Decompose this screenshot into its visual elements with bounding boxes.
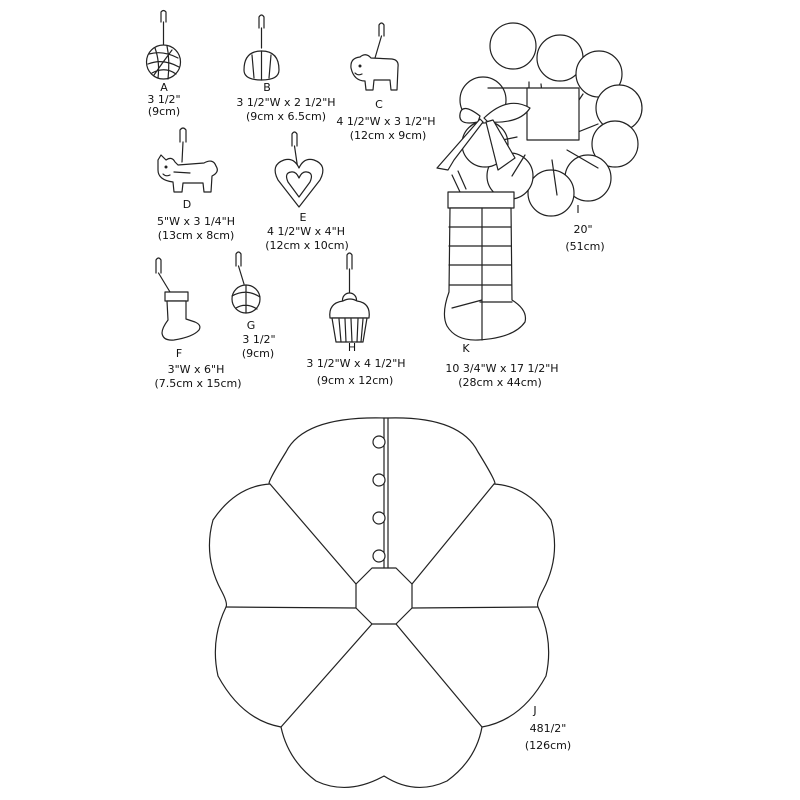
size-g: 3 1/2" (242, 333, 275, 346)
label-j: J 481/2" (126cm) (525, 704, 571, 752)
ornament-b-pouch (243, 14, 280, 81)
ornament-f-mini-stocking (155, 257, 201, 341)
size-a: 3 1/2" (147, 93, 180, 106)
size-d-metric: (13cm x 8cm) (158, 229, 235, 242)
size-h-metric: (9cm x 12cm) (317, 374, 394, 387)
size-g-metric: (9cm) (242, 347, 274, 360)
label-e: E 4 1/2"W x 4"H (12cm x 10cm) (265, 211, 349, 252)
label-d: D 5"W x 3 1/4"H (13cm x 8cm) (157, 198, 235, 242)
size-b-metric: (9cm x 6.5cm) (246, 110, 326, 123)
label-h: H 3 1/2"W x 4 1/2"H (9cm x 12cm) (306, 341, 405, 387)
label-i: I 20" (51cm) (565, 203, 604, 253)
label-c: C 4 1/2"W x 3 1/2"H (12cm x 9cm) (336, 98, 435, 142)
size-f-metric: (7.5cm x 15cm) (154, 377, 241, 390)
label-g: G 3 1/2" (9cm) (242, 319, 276, 360)
size-k: 10 3/4"W x 17 1/2"H (445, 362, 558, 375)
ornament-e-heart (274, 131, 324, 208)
size-a-metric: (9cm) (148, 105, 180, 118)
label-f: F 3"W x 6"H (7.5cm x 15cm) (154, 347, 241, 390)
ornament-g-ball (231, 251, 261, 314)
ornament-a-yarn-ball (145, 9, 182, 80)
size-i: 20" (573, 223, 592, 236)
letter-h: H (348, 341, 356, 354)
size-f: 3"W x 6"H (168, 363, 225, 376)
size-k-metric: (28cm x 44cm) (458, 376, 542, 389)
size-b: 3 1/2"W x 2 1/2"H (236, 96, 335, 109)
label-a: A 3 1/2" (9cm) (147, 81, 180, 118)
size-d: 5"W x 3 1/4"H (157, 215, 235, 228)
size-c: 4 1/2"W x 3 1/2"H (336, 115, 435, 128)
letter-e: E (300, 211, 307, 224)
letter-j: J (532, 704, 536, 717)
size-e: 4 1/2"W x 4"H (267, 225, 345, 238)
letter-d: D (183, 198, 191, 211)
size-h: 3 1/2"W x 4 1/2"H (306, 357, 405, 370)
letter-c: C (375, 98, 383, 111)
size-j: 481/2" (530, 722, 567, 735)
letter-k: K (462, 342, 470, 355)
size-i-metric: (51cm) (565, 240, 604, 253)
ornament-h-cupcake (329, 252, 370, 343)
ornament-c-bear (350, 22, 399, 91)
tree-skirt-j (208, 417, 556, 789)
size-j-metric: (126cm) (525, 739, 571, 752)
letter-f: F (176, 347, 182, 360)
letter-a: A (160, 81, 168, 94)
size-c-metric: (12cm x 9cm) (350, 129, 427, 142)
label-b: B 3 1/2"W x 2 1/2"H (9cm x 6.5cm) (236, 81, 335, 123)
ornament-d-dog (157, 127, 218, 193)
wreath-i (436, 22, 643, 217)
letter-b: B (263, 81, 271, 94)
size-e-metric: (12cm x 10cm) (265, 239, 349, 252)
label-k: K 10 3/4"W x 17 1/2"H (28cm x 44cm) (445, 342, 558, 389)
stocking-k (443, 170, 527, 341)
letter-g: G (247, 319, 256, 332)
letter-i: I (576, 203, 579, 216)
